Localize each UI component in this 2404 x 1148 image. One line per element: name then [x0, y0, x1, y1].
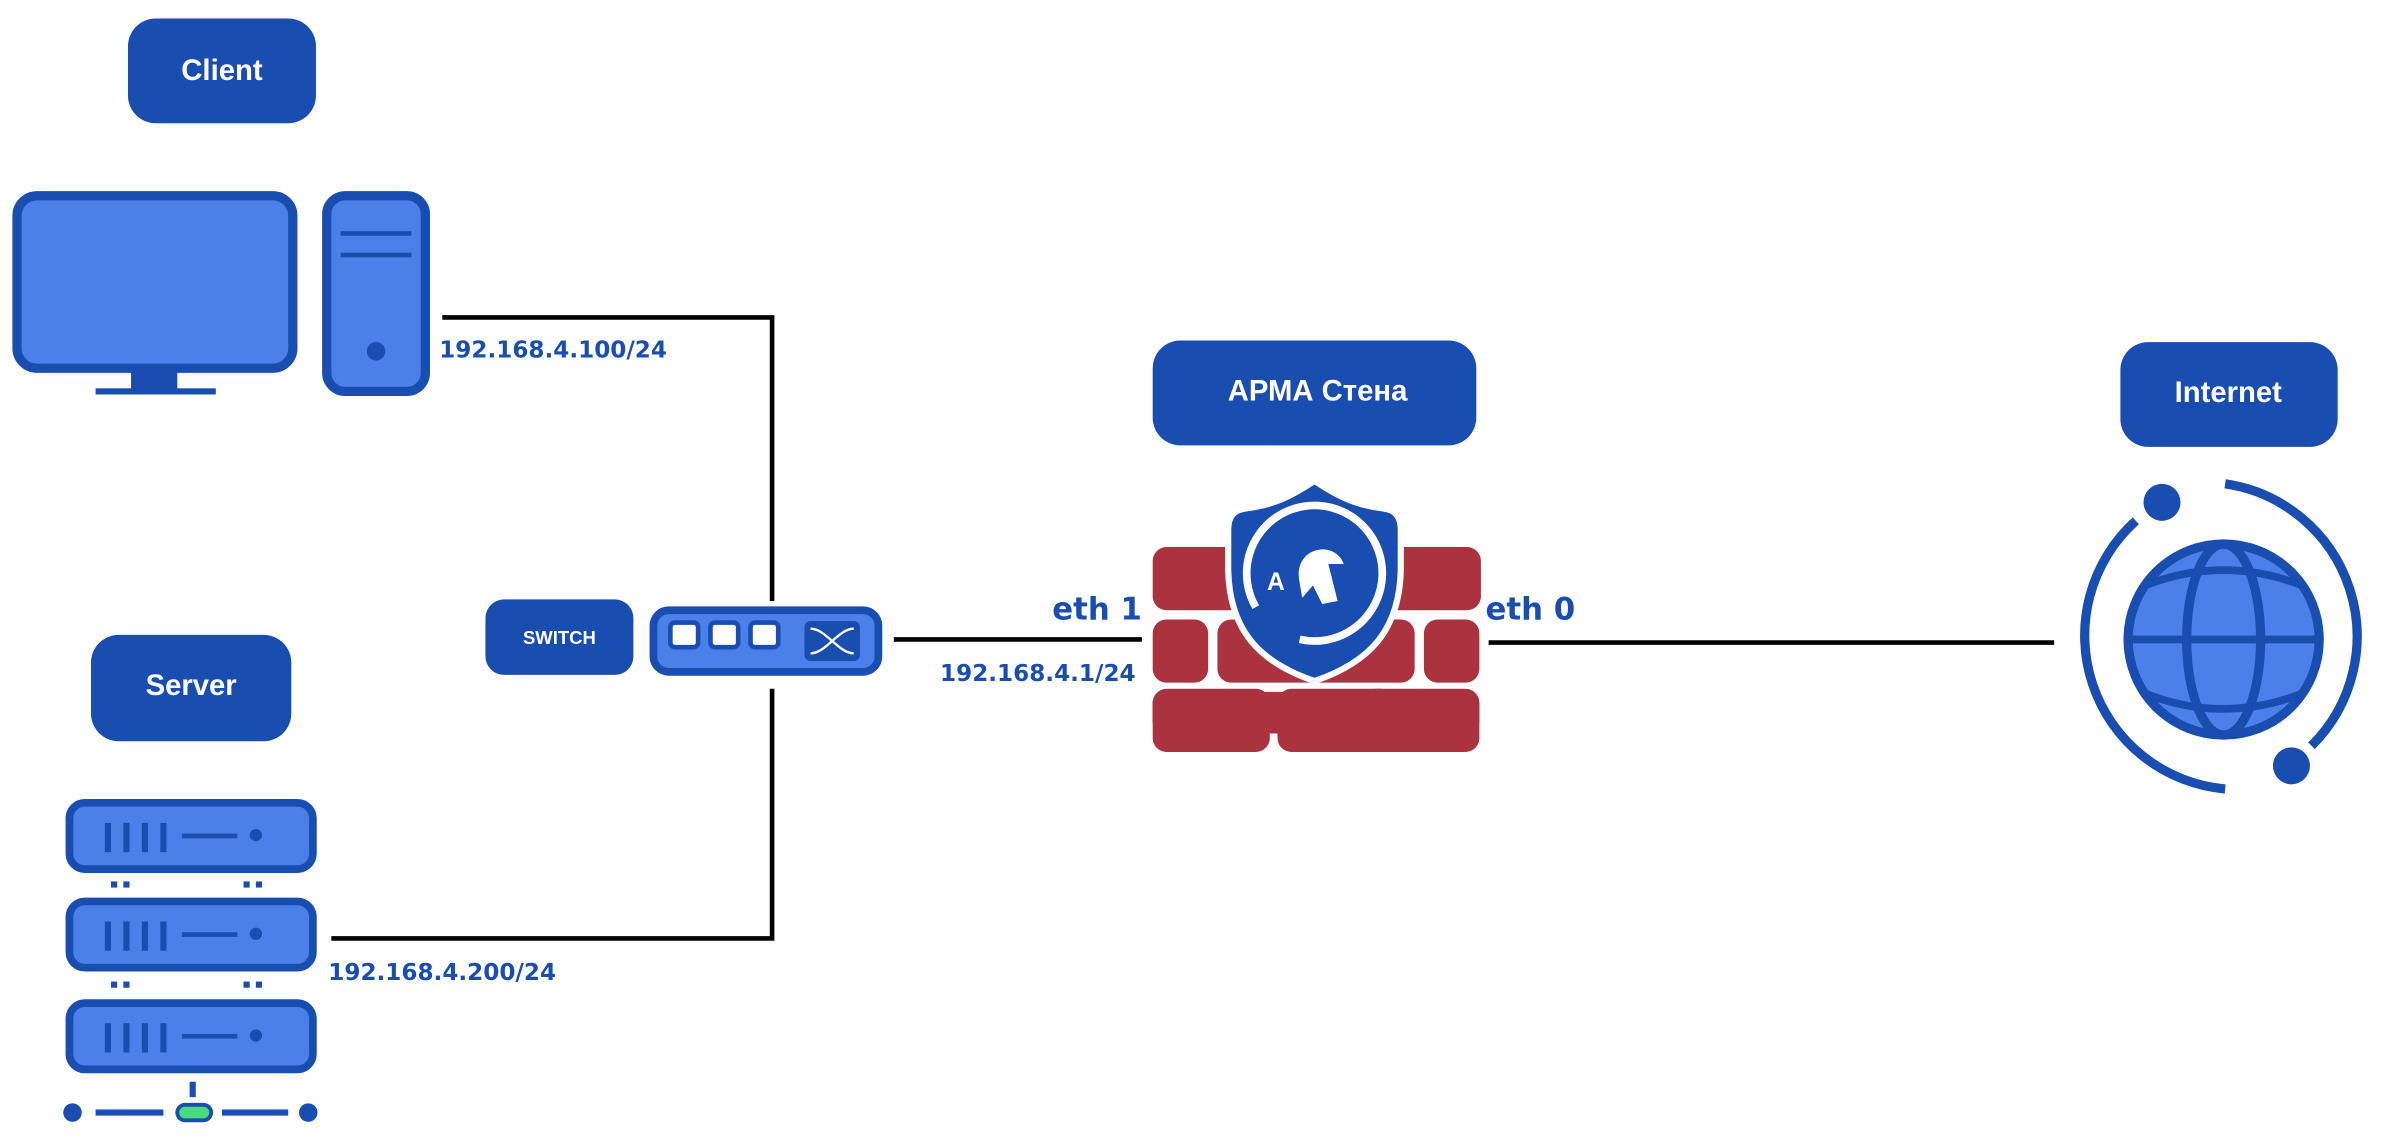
- firewall-lan-ip: 192.168.4.1/24: [940, 661, 1136, 687]
- eth0-label: eth 0: [1486, 591, 1576, 627]
- client-label: Client: [127, 18, 316, 124]
- shield-logo-icon: A: [1225, 477, 1404, 685]
- monitor-icon: [12, 191, 298, 395]
- svg-text:A: A: [1267, 569, 1285, 596]
- eth1-label: eth 1: [1052, 591, 1142, 627]
- firewall-label-text: АРМА Стена: [1228, 376, 1408, 408]
- internet-label: Internet: [2120, 342, 2338, 447]
- client-ip: 192.168.4.100/24: [439, 337, 667, 363]
- server-rack-icon: [63, 798, 318, 1123]
- switch-label-text: SWITCH: [523, 627, 596, 648]
- globe-icon: [2080, 479, 2362, 794]
- server-label-text: Server: [146, 670, 237, 702]
- pc-tower-icon: [322, 191, 430, 397]
- network-switch-icon: [649, 606, 883, 676]
- server-label: Server: [90, 634, 292, 742]
- firewall-bricks-bottom: [1152, 691, 1480, 734]
- switch-label: SWITCH: [485, 599, 634, 675]
- internet-label-text: Internet: [2175, 377, 2283, 409]
- server-ip: 192.168.4.200/24: [328, 960, 556, 986]
- client-label-text: Client: [181, 55, 263, 87]
- wire-client-switch: [442, 315, 775, 601]
- wire-server-switch: [331, 688, 775, 941]
- firewall-label: АРМА Стена: [1152, 340, 1477, 446]
